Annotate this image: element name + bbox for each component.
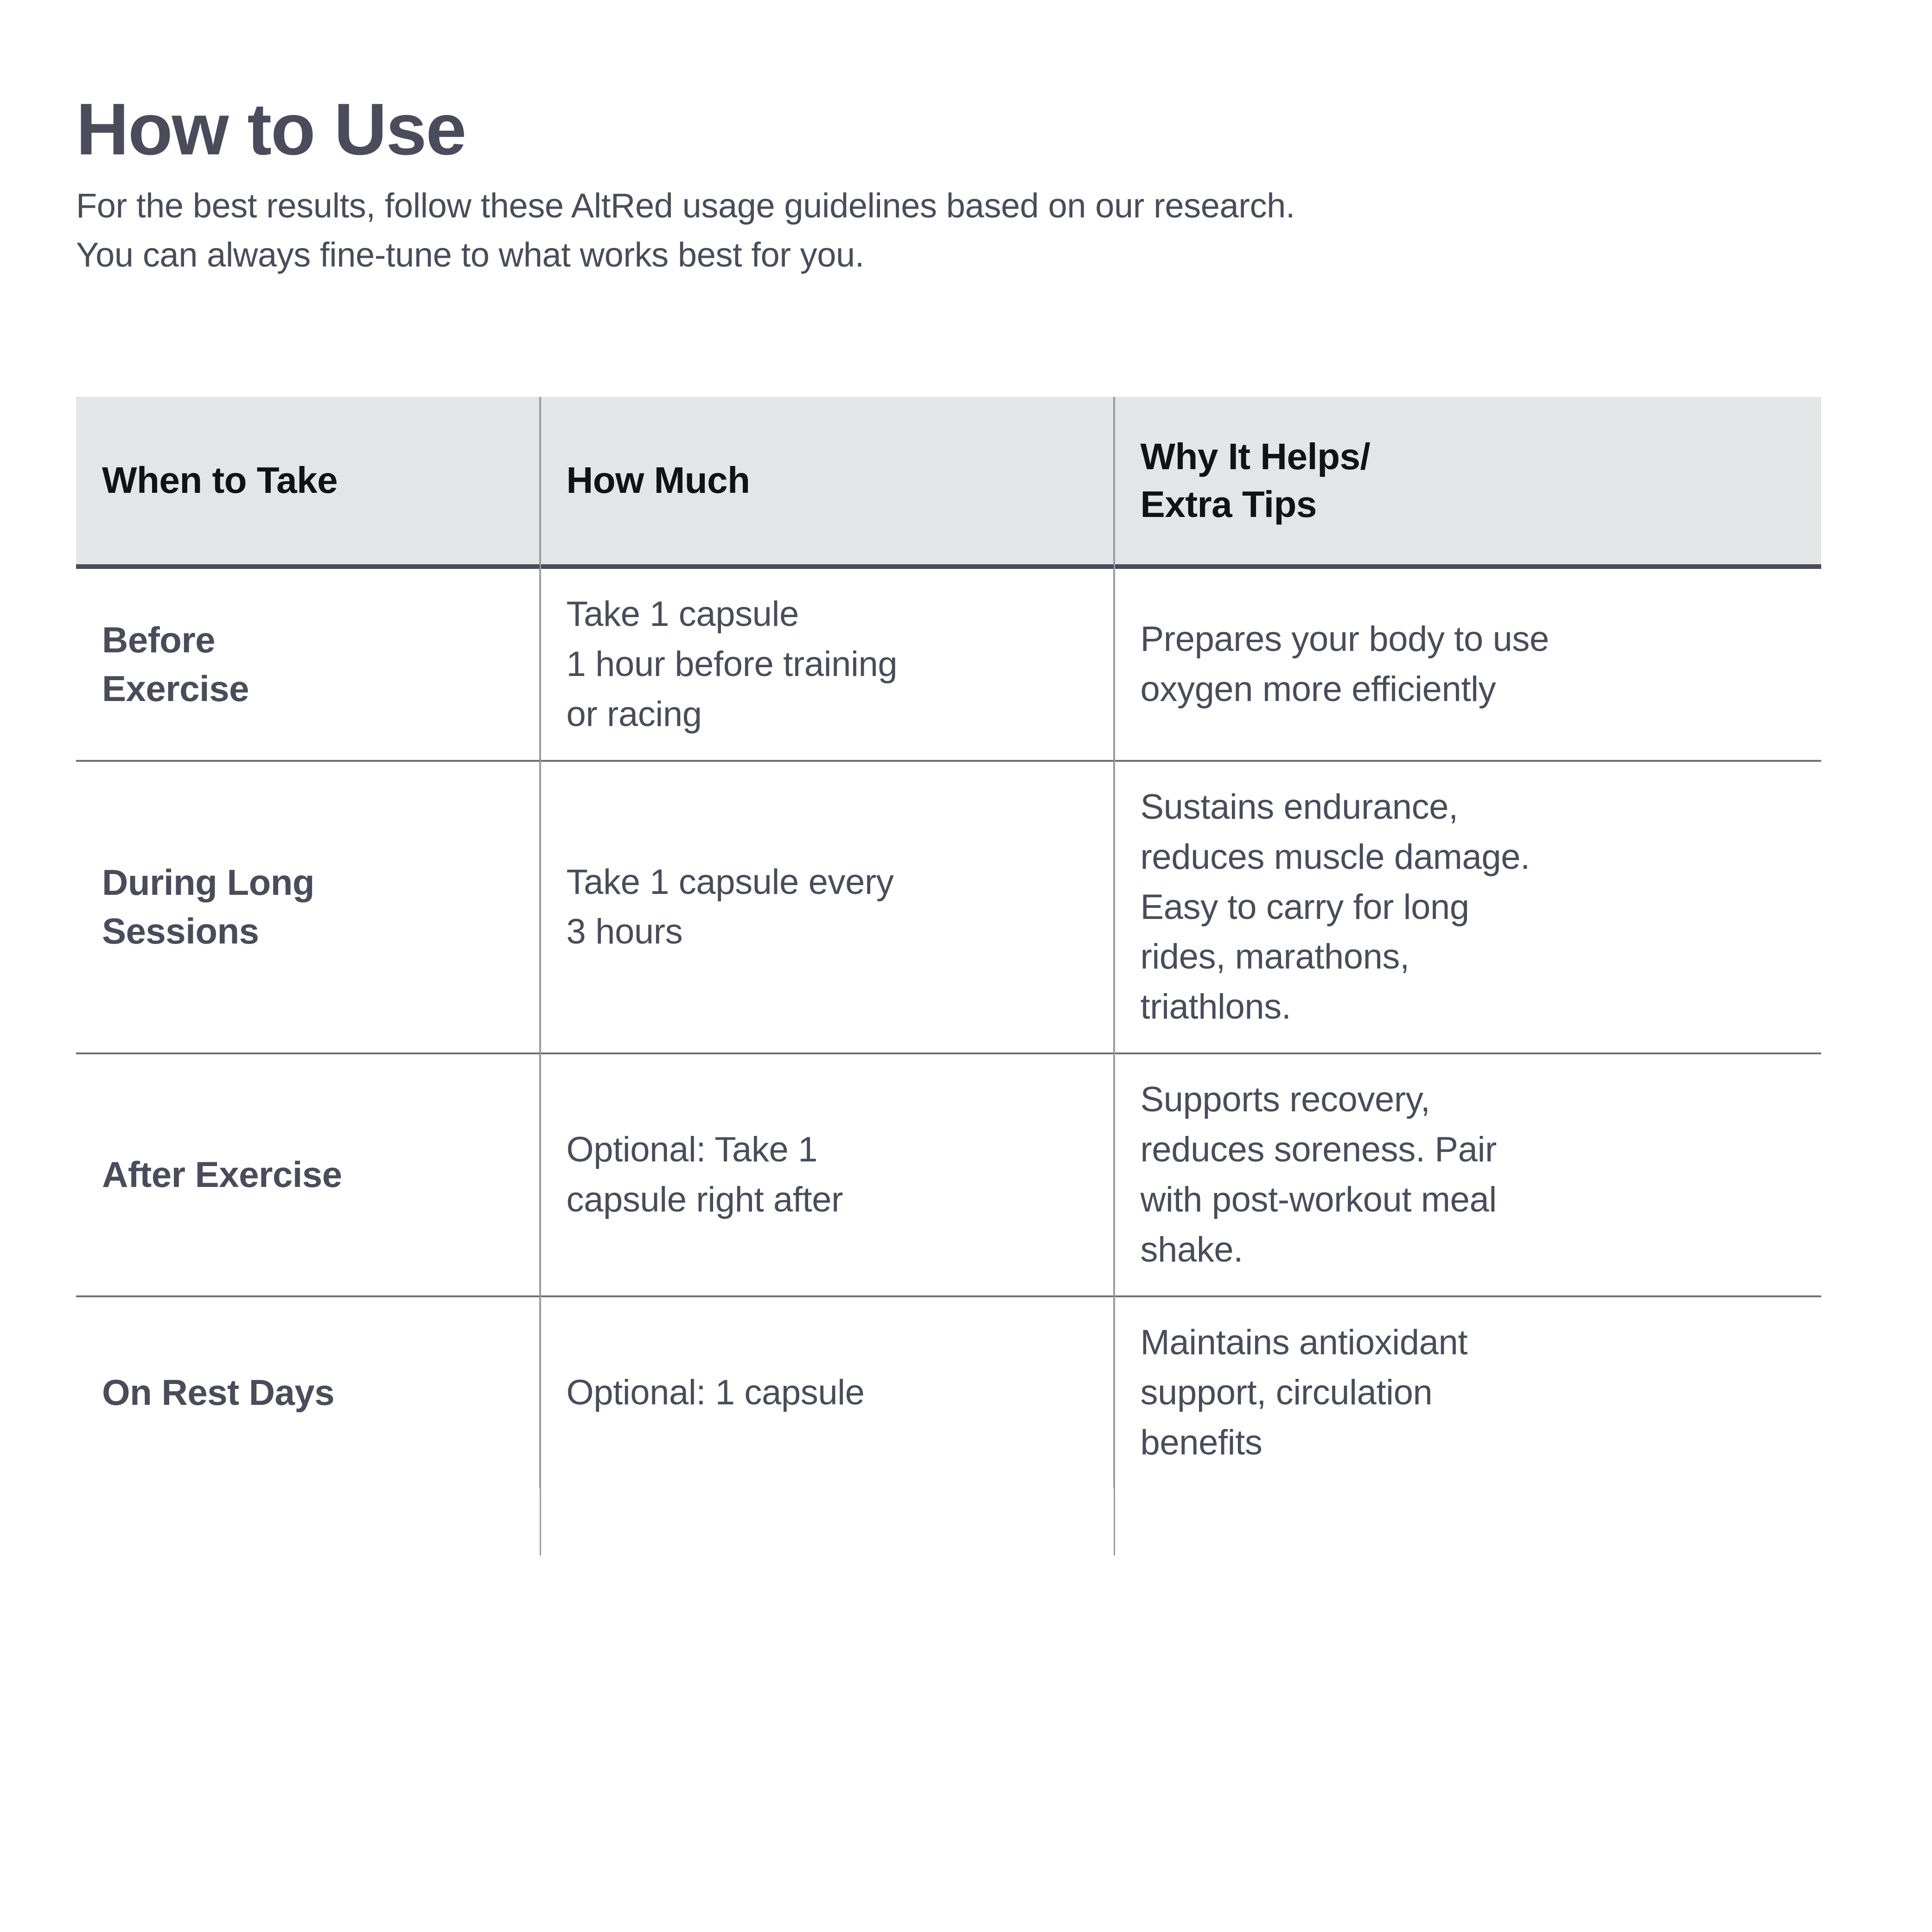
cell-why-it-helps: Maintains antioxidant support, circulati… — [1114, 1296, 1821, 1488]
usage-table-body: Before Exercise Take 1 capsule 1 hour be… — [76, 567, 1821, 1488]
cell-why-line-4: shake. — [1140, 1230, 1243, 1269]
column-rule-tail-1 — [540, 397, 541, 1556]
usage-table-head: When to Take How Much Why It Helps/ Extr… — [76, 397, 1821, 569]
cell-when-line-1: On Rest Days — [102, 1372, 335, 1413]
table-row: On Rest Days Optional: 1 capsule Maintai… — [76, 1296, 1821, 1488]
table-row: During Long Sessions Take 1 capsule ever… — [76, 760, 1821, 1055]
page-subtitle-line-2: You can always fine-tune to what works b… — [76, 235, 864, 274]
cell-when-to-take: On Rest Days — [76, 1296, 541, 1488]
cell-why-line-1: Sustains endurance, — [1140, 787, 1459, 827]
cell-when-line-2: Exercise — [102, 668, 249, 709]
column-header-how-much-line-1: How Much — [566, 459, 750, 501]
cell-when-to-take: After Exercise — [76, 1053, 541, 1297]
cell-how-much: Take 1 capsule every 3 hours — [540, 760, 1115, 1055]
cell-when-line-1: Before — [102, 619, 216, 660]
cell-much-line-2: capsule right after — [566, 1180, 843, 1220]
cell-when-line-2: Sessions — [102, 911, 259, 952]
cell-when-to-take: During Long Sessions — [76, 760, 541, 1055]
cell-why-line-5: triathlons. — [1140, 987, 1292, 1027]
usage-table: When to Take How Much Why It Helps/ Extr… — [76, 397, 1821, 1488]
column-header-why-it-helps-line-2: Extra Tips — [1140, 483, 1317, 525]
table-header-row: When to Take How Much Why It Helps/ Extr… — [76, 397, 1821, 569]
cell-why-line-3: benefits — [1140, 1422, 1262, 1462]
cell-much-line-3: or racing — [566, 694, 702, 734]
table-row: Before Exercise Take 1 capsule 1 hour be… — [76, 567, 1821, 762]
cell-much-line-2: 3 hours — [566, 912, 683, 952]
cell-why-line-2: support, circulation — [1140, 1372, 1433, 1412]
page-title: How to Use — [76, 89, 466, 170]
page-subtitle-line-1: For the best results, follow these AltRe… — [76, 186, 1295, 225]
cell-why-line-2: reduces soreness. Pair — [1140, 1130, 1497, 1170]
cell-why-it-helps: Prepares your body to use oxygen more ef… — [1114, 567, 1821, 762]
cell-why-line-1: Prepares your body to use — [1140, 619, 1549, 659]
cell-how-much: Take 1 capsule 1 hour before training or… — [540, 567, 1115, 762]
cell-much-line-1: Optional: 1 capsule — [566, 1372, 865, 1412]
column-header-why-it-helps: Why It Helps/ Extra Tips — [1114, 397, 1821, 569]
column-header-when-to-take: When to Take — [76, 397, 541, 569]
table-row: After Exercise Optional: Take 1 capsule … — [76, 1053, 1821, 1297]
column-header-why-it-helps-line-1: Why It Helps/ — [1140, 436, 1371, 478]
column-header-when-to-take-line-1: When to Take — [102, 459, 338, 501]
cell-how-much: Optional: Take 1 capsule right after — [540, 1053, 1115, 1297]
cell-when-line-1: During Long — [102, 862, 315, 903]
usage-table-container: When to Take How Much Why It Helps/ Extr… — [76, 397, 1821, 1556]
cell-why-line-4: rides, marathons, — [1140, 937, 1410, 977]
column-rule-tail-2 — [1114, 397, 1115, 1556]
cell-much-line-2: 1 hour before training — [566, 644, 898, 684]
cell-why-line-3: with post-workout meal — [1140, 1180, 1497, 1220]
cell-why-line-3: Easy to carry for long — [1140, 887, 1470, 927]
page-subtitle: For the best results, follow these AltRe… — [76, 181, 1699, 279]
cell-much-line-1: Take 1 capsule every — [566, 862, 894, 902]
cell-much-line-1: Optional: Take 1 — [566, 1130, 818, 1170]
heading-block: How to Use For the best results, follow … — [76, 89, 1838, 279]
cell-why-line-1: Maintains antioxidant — [1140, 1322, 1468, 1362]
cell-much-line-1: Take 1 capsule — [566, 594, 799, 634]
cell-why-it-helps: Sustains endurance, reduces muscle damag… — [1114, 760, 1821, 1055]
cell-why-it-helps: Supports recovery, reduces soreness. Pai… — [1114, 1053, 1821, 1297]
cell-why-line-2: reduces muscle damage. — [1140, 837, 1530, 877]
cell-how-much: Optional: 1 capsule — [540, 1296, 1115, 1488]
column-header-how-much: How Much — [540, 397, 1115, 569]
cell-when-line-1: After Exercise — [102, 1154, 342, 1195]
cell-why-line-2: oxygen more efficiently — [1140, 669, 1496, 709]
cell-when-to-take: Before Exercise — [76, 567, 541, 762]
cell-why-line-1: Supports recovery, — [1140, 1080, 1430, 1120]
